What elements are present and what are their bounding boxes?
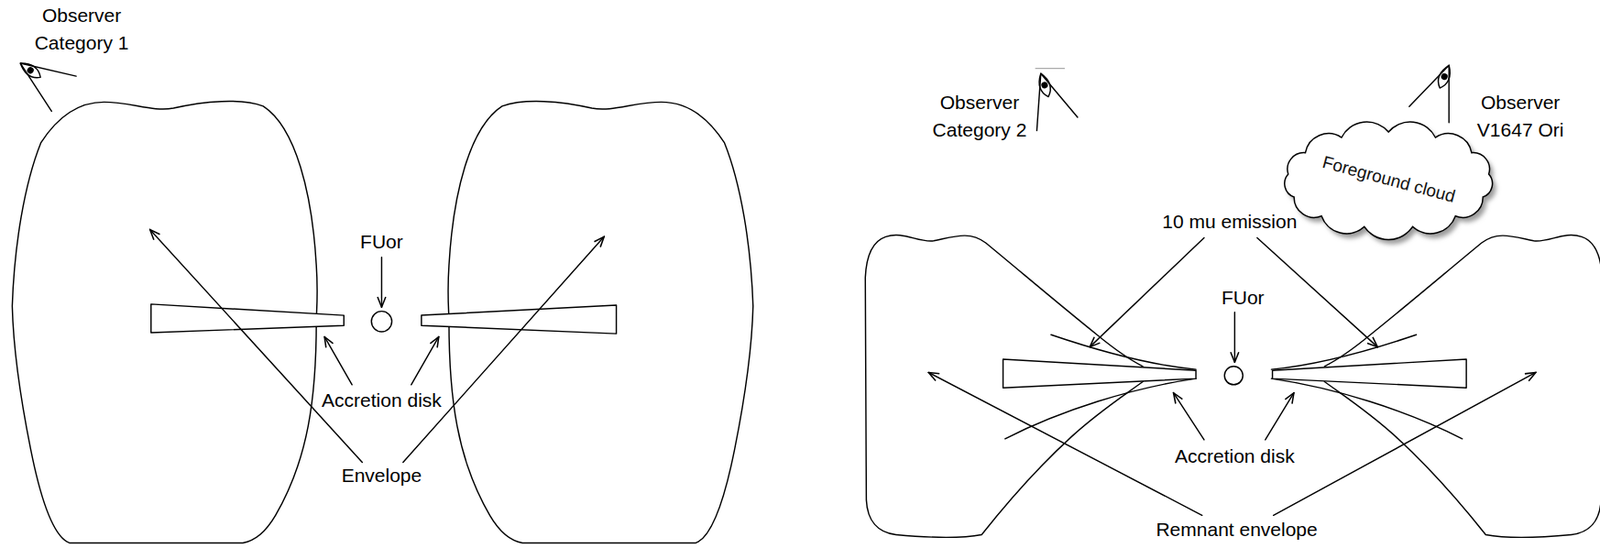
- leader-arrow: [1089, 237, 1205, 347]
- accretion-disk: [421, 305, 617, 334]
- drawing-part: [1040, 80, 1049, 89]
- observer-eye: [1020, 66, 1078, 132]
- accretion-disk: [151, 304, 344, 333]
- drawing-part: [8, 45, 77, 112]
- drawing-part: [1409, 57, 1469, 123]
- observer-eye: [8, 45, 77, 112]
- part-label: Accretion disk: [321, 386, 442, 415]
- leader-arrow: [324, 336, 352, 384]
- part-label: Remnant envelope: [1155, 515, 1317, 544]
- leader-arrow: [928, 372, 1202, 516]
- eye-brow: [1035, 67, 1064, 69]
- part-label: FUor: [360, 228, 404, 256]
- part-label: Envelope: [341, 461, 423, 490]
- drawing-part: [1005, 378, 1196, 439]
- drawing-part: [1435, 63, 1454, 90]
- leader-arrow: [403, 236, 604, 462]
- observer-label: Observer Category 1: [28, 1, 135, 57]
- drawing-part: [1035, 71, 1053, 99]
- accretion-disk: [1003, 359, 1196, 388]
- foreground-cloud: Foreground cloud: [1273, 118, 1503, 242]
- observer-label: Observer Category 2: [926, 88, 1033, 144]
- observer-eye: [1409, 57, 1469, 123]
- drawing-part: [1440, 72, 1449, 81]
- cloud-outline-path: [1284, 121, 1493, 240]
- leader-arrow: [1273, 372, 1536, 516]
- drawing-part: [1271, 378, 1462, 439]
- leader-arrow: [1257, 237, 1378, 347]
- observer-label: Observer V1647 Ori: [1467, 88, 1574, 144]
- drawing-part: [17, 58, 44, 81]
- leader-arrow: [1234, 312, 1236, 363]
- leader-arrow: [411, 336, 439, 384]
- accretion-disk: [1272, 359, 1468, 388]
- drawing-part: [1020, 66, 1078, 132]
- remnant-envelope: [865, 234, 1196, 537]
- leader-arrow: [381, 257, 383, 308]
- fuor-star: [1224, 366, 1243, 385]
- part-label: Accretion disk: [1174, 442, 1295, 471]
- drawing-part: [8, 45, 1600, 544]
- part-label: FUor: [1221, 284, 1265, 312]
- part-label: 10 mu emission: [1161, 208, 1297, 236]
- leader-arrow: [1265, 393, 1294, 440]
- fuor-star: [371, 311, 392, 332]
- remnant-envelope: [1271, 234, 1600, 537]
- leader-arrow: [1173, 393, 1205, 440]
- leader-arrow: [150, 230, 363, 463]
- drawing-part: [25, 65, 35, 76]
